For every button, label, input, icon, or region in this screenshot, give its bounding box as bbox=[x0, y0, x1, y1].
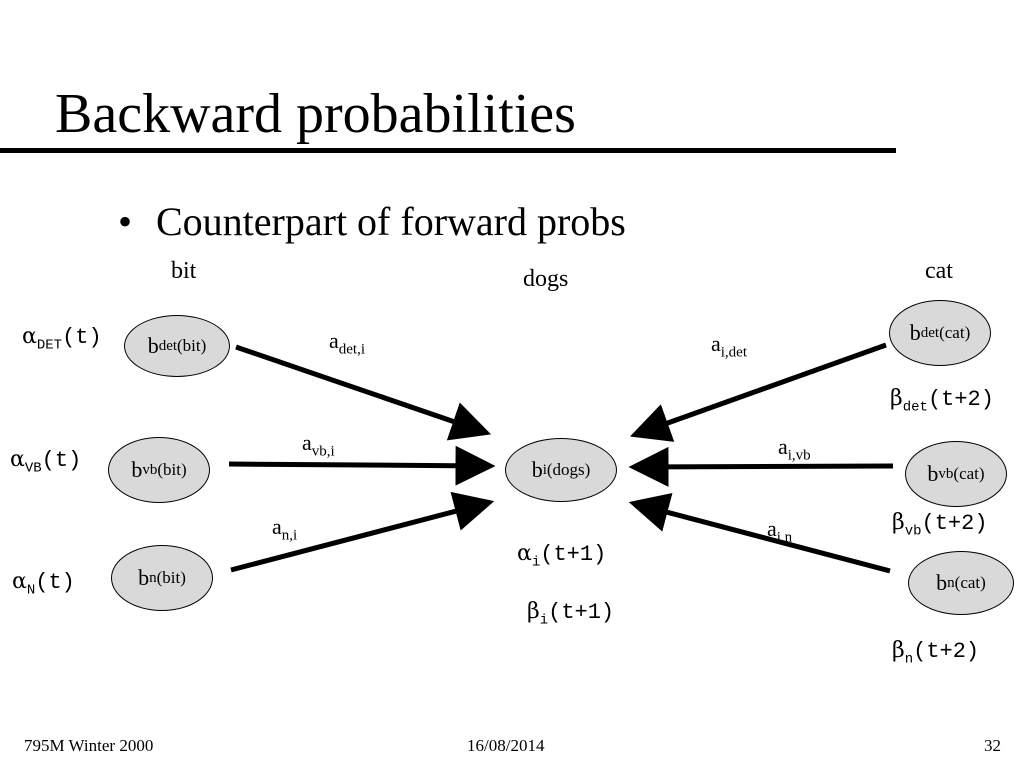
word-bit: bit bbox=[171, 258, 197, 284]
beta-n-label: βn(t+2) bbox=[892, 638, 980, 668]
alpha-det-label: αDET(t) bbox=[22, 324, 102, 354]
word-dogs: dogs bbox=[523, 266, 569, 292]
slide-title: Backward probabilities bbox=[55, 83, 576, 145]
beta-det-label: βdet(t+2) bbox=[890, 386, 994, 416]
title-underline bbox=[0, 148, 896, 153]
alpha-i-label: αi(t+1) bbox=[517, 541, 607, 571]
arrow-vb-to-i bbox=[228, 445, 496, 486]
footer-page-number: 32 bbox=[984, 736, 1001, 755]
arrow-det-to-i bbox=[235, 344, 492, 441]
bullet-text: Counterpart of forward probs bbox=[156, 199, 626, 244]
alpha-n-label: αN(t) bbox=[12, 569, 75, 599]
arrow-det-cat-to-i bbox=[629, 342, 887, 442]
trans-label-i-n: ai,n bbox=[767, 516, 793, 546]
footer-date: 16/08/2014 bbox=[467, 736, 545, 755]
beta-vb-label: βvb(t+2) bbox=[892, 510, 988, 540]
trans-label-n-i: an,i bbox=[272, 514, 298, 544]
trans-label-i-det: ai,det bbox=[711, 331, 748, 361]
beta-i-label: βi(t+1) bbox=[527, 599, 615, 629]
trans-label-i-vb: ai,vb bbox=[778, 434, 811, 464]
arrow-n-to-i bbox=[230, 491, 495, 573]
arrow-vb-cat-to-i bbox=[628, 446, 894, 487]
bullet-item: • Counterpart of forward probs bbox=[118, 196, 626, 248]
trans-label-det-i: adet,i bbox=[329, 328, 366, 358]
word-cat: cat bbox=[925, 258, 953, 284]
footer-course: 795M Winter 2000 bbox=[24, 736, 154, 755]
arrow-n-cat-to-i bbox=[628, 492, 891, 574]
alpha-vb-label: αVB(t) bbox=[10, 447, 82, 477]
bullet-dot-icon: • bbox=[118, 199, 133, 244]
trans-label-vb-i: avb,i bbox=[302, 430, 335, 460]
